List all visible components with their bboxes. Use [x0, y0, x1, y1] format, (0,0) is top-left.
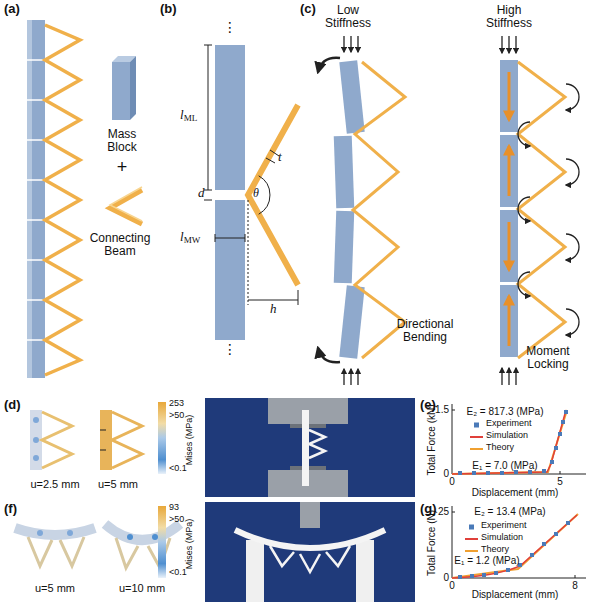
tick-label: 8 — [572, 580, 578, 591]
legend-text: Simulation — [481, 533, 523, 543]
part-name: Connecting Beam — [88, 232, 153, 258]
legend-samples — [465, 423, 483, 552]
dimension-label: d — [198, 186, 205, 200]
dimension-label: lML — [180, 108, 197, 123]
colorbar-value: >50 — [169, 411, 184, 421]
axis-title: Total Force (kN) — [426, 404, 437, 475]
legend-sample — [465, 539, 478, 540]
colorbar-title: Mises (MPa) — [185, 415, 195, 466]
tick-label: 1.5 — [435, 404, 449, 415]
modulus-label: E₂ = 817.3 (MPa) — [467, 406, 544, 417]
colorbar-value: 253 — [169, 399, 184, 409]
dimension-label: h — [270, 302, 277, 316]
tick-label: 5 — [557, 476, 563, 487]
line-sample — [470, 448, 483, 450]
state-label: Low Stiffness — [321, 4, 376, 30]
panel-label: (c) — [300, 2, 316, 16]
mechanism-label: Directional Bending — [390, 318, 460, 344]
legend-text: Theory — [486, 443, 514, 453]
legend-sample — [469, 525, 474, 530]
displacement-label: u=5 mm — [35, 582, 75, 594]
dimension-label: lMW — [180, 230, 200, 245]
legend-text: Theory — [481, 545, 509, 555]
state-label: High Stiffness — [482, 4, 537, 30]
symbol-letter: l — [180, 107, 184, 122]
tick-label: 0 — [443, 468, 449, 479]
axis-title: Total Force (N) — [426, 510, 437, 576]
dimension-label: t — [278, 150, 282, 164]
displacement-label: u=10 mm — [119, 582, 165, 594]
displacement-label: u=5 mm — [98, 478, 138, 490]
modulus-label: E₂ = 13.4 (MPa) — [474, 506, 545, 517]
plus-sign: + — [117, 158, 128, 178]
colorbar-value: >50 — [169, 515, 184, 525]
force-displacement-chart — [452, 506, 586, 579]
dimension-label: θ — [253, 187, 259, 200]
ellipsis: ⋮ — [223, 342, 237, 357]
line-sample — [465, 550, 478, 552]
panel-label: (b) — [160, 2, 177, 16]
tick-label: 25 — [438, 506, 449, 517]
tick-label: 0 — [443, 572, 449, 583]
line-sample — [470, 436, 483, 438]
panel-label: (f) — [4, 502, 17, 516]
tick-label: 0 — [449, 476, 455, 487]
panel-label: (a) — [4, 2, 20, 16]
legend-sample — [470, 449, 483, 450]
dimension-lines — [204, 45, 298, 305]
axis-title: Displacement (mm) — [472, 589, 559, 600]
tension-photo — [205, 398, 415, 497]
mechanism-label: Moment Locking — [521, 345, 576, 371]
fe-tension — [30, 402, 166, 474]
metabeam-column — [27, 20, 80, 378]
bending-photo — [205, 502, 415, 602]
part-name: Mass Block — [100, 128, 145, 154]
unit-cell — [215, 45, 298, 340]
legend-text: Experiment — [481, 521, 527, 531]
colorbar-value: <0.1 — [169, 568, 187, 578]
symbol-subscript: MW — [184, 235, 201, 245]
modulus-label: E₁ = 1.2 (MPa) — [454, 555, 519, 566]
axis-title: Displacement (mm) — [472, 487, 559, 498]
legend-sample — [465, 551, 478, 552]
legend-sample — [474, 423, 479, 428]
colorbar-value: <0.1 — [169, 464, 187, 474]
connecting-beam-icon — [110, 187, 142, 224]
fe-bending — [15, 506, 180, 578]
mass-block-icon — [112, 56, 136, 120]
panel-label: (d) — [4, 398, 21, 412]
line-sample — [465, 538, 478, 540]
modulus-label: E₁ = 7.0 (MPa) — [472, 460, 537, 471]
tick-label: 0 — [449, 580, 455, 591]
marker-sample — [474, 423, 479, 428]
force-displacement-chart — [452, 404, 586, 475]
legend-text: Experiment — [486, 419, 532, 429]
colorbar-value: 93 — [169, 503, 179, 513]
symbol-letter: l — [180, 229, 184, 244]
displacement-label: u=2.5 mm — [30, 478, 79, 490]
legend-sample — [470, 437, 483, 438]
symbol-subscript: ML — [184, 113, 198, 123]
colorbar-title: Mises (MPa) — [185, 519, 195, 570]
marker-sample — [469, 525, 474, 530]
legend-text: Simulation — [486, 431, 528, 441]
ellipsis: ⋮ — [223, 20, 237, 35]
locked-metabeam — [500, 36, 579, 385]
bending-metabeam — [318, 36, 405, 385]
